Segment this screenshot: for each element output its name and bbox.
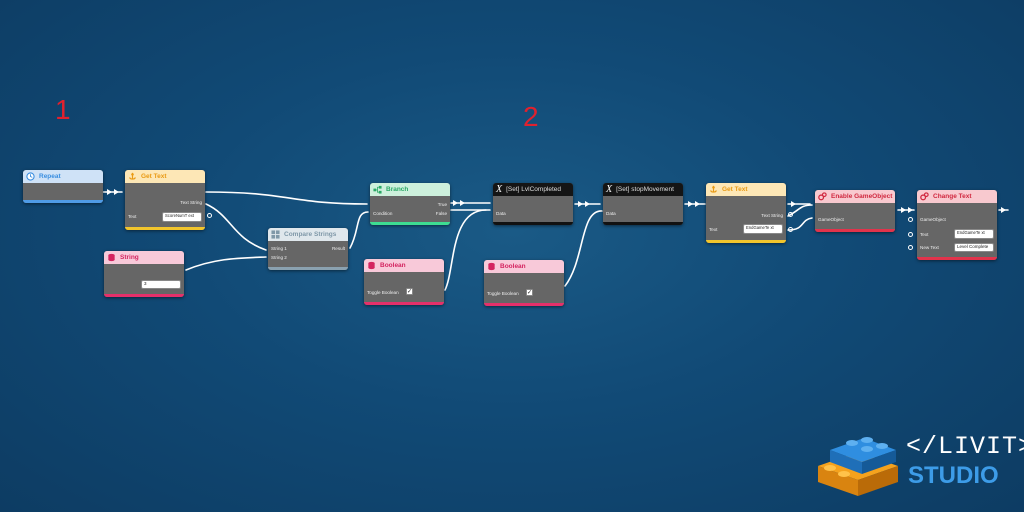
- output-label: Result: [331, 246, 345, 251]
- branch-node[interactable]: Branch Condition True False: [370, 183, 450, 225]
- branch-icon: [373, 185, 382, 194]
- compare-strings-node[interactable]: Compare Strings String 1 String 2 Result: [268, 228, 348, 270]
- logo-studio-text: STUDIO: [908, 462, 999, 489]
- node-title: Change Text: [933, 193, 972, 200]
- output-label-false: False: [435, 211, 447, 216]
- get-text-node-1[interactable]: Get Text Text String Text ScoreNumT ext: [125, 170, 205, 230]
- input-port[interactable]: [908, 232, 913, 237]
- anchor-icon: [129, 172, 136, 180]
- new-text-field[interactable]: Level Complete: [954, 243, 994, 252]
- input-label: GameObject: [920, 217, 946, 222]
- repeat-node[interactable]: Repeat: [23, 170, 103, 203]
- output-port[interactable]: [788, 227, 793, 232]
- database-icon: [488, 262, 495, 271]
- set-lvlcompleted-node[interactable]: X [Set] LvlCompleted Data: [493, 183, 573, 225]
- input-port[interactable]: [908, 217, 913, 222]
- node-title: Compare Strings: [284, 231, 337, 238]
- gears-icon: [920, 192, 929, 201]
- string-value-field[interactable]: 3: [141, 280, 181, 289]
- output-port[interactable]: [788, 212, 793, 217]
- get-text-node-2[interactable]: Get Text Text String Text EndGameTe xt: [706, 183, 786, 243]
- output-port[interactable]: [207, 213, 212, 218]
- toggle-checkbox[interactable]: ✓: [526, 289, 533, 296]
- text-object-field[interactable]: EndGameTe xt: [954, 229, 994, 239]
- input-label: GameObject: [818, 217, 844, 222]
- grid-compare-icon: [271, 230, 280, 239]
- boolean-node-2[interactable]: Boolean Toggle Boolean ✓: [484, 260, 564, 306]
- database-icon: [108, 253, 115, 262]
- node-title: Get Text: [141, 173, 167, 180]
- enable-gameobject-node[interactable]: Enable GameObject GameObject: [815, 190, 895, 232]
- input-label: Condition: [373, 211, 393, 216]
- gears-icon: [818, 192, 827, 201]
- input-label: Text: [128, 214, 137, 219]
- logo-brand-text: </LIVIT>: [906, 432, 1024, 461]
- variable-x-icon: X: [496, 184, 503, 195]
- output-label: Text String: [761, 213, 783, 218]
- node-title: Get Text: [722, 186, 748, 193]
- clock-icon: [26, 172, 35, 181]
- string-node[interactable]: String 3: [104, 251, 184, 297]
- node-title: Boolean: [500, 263, 526, 270]
- toggle-label: Toggle Boolean: [367, 290, 399, 295]
- node-title: Repeat: [39, 173, 61, 180]
- step-marker-2: 2: [523, 101, 539, 132]
- lego-bricks-logo-icon: [818, 437, 898, 496]
- toggle-label: Toggle Boolean: [487, 291, 519, 296]
- change-text-node[interactable]: Change Text GameObject Text New Text End…: [917, 190, 997, 260]
- node-title: [Set] LvlCompleted: [506, 186, 562, 193]
- input-label: Data: [496, 211, 506, 216]
- node-title: String: [120, 254, 139, 261]
- variable-x-icon: X: [606, 184, 613, 195]
- text-object-field[interactable]: EndGameTe xt: [743, 224, 783, 234]
- node-title: Branch: [386, 186, 409, 193]
- anchor-icon: [710, 185, 717, 193]
- toggle-checkbox[interactable]: ✓: [406, 288, 413, 295]
- input-label: String 1: [271, 246, 287, 251]
- input-label: Text: [709, 227, 718, 232]
- text-object-field[interactable]: ScoreNumT ext: [162, 212, 202, 222]
- input-label: Data: [606, 211, 616, 216]
- output-label-true: True: [437, 202, 447, 207]
- node-title: [Set] stopMovement: [616, 186, 674, 193]
- input-label: New Text: [920, 245, 939, 250]
- node-title: Boolean: [380, 262, 406, 269]
- node-title: Enable GameObject: [831, 193, 893, 200]
- boolean-node-1[interactable]: Boolean Toggle Boolean ✓: [364, 259, 444, 305]
- database-icon: [368, 261, 375, 270]
- set-stopmovement-node[interactable]: X [Set] stopMovement Data: [603, 183, 683, 225]
- step-marker-1: 1: [55, 94, 71, 125]
- input-label: String 2: [271, 255, 287, 260]
- input-label: Text: [920, 232, 929, 237]
- input-port[interactable]: [908, 245, 913, 250]
- output-label: Text String: [180, 200, 202, 205]
